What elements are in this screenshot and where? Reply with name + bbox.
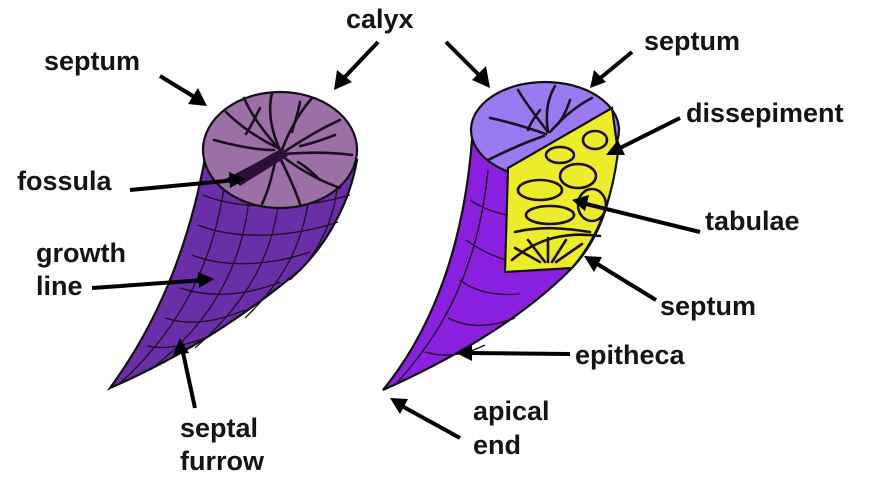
- label-septum-left: septum: [44, 46, 140, 76]
- label-septal-furrow-2: furrow: [180, 446, 265, 476]
- label-growth-line-1: growth: [36, 238, 126, 268]
- label-septum-right: septum: [660, 291, 756, 321]
- label-growth-line-2: line: [36, 271, 83, 301]
- label-septal-furrow-1: septal: [180, 413, 258, 443]
- left-coral: [110, 92, 357, 388]
- label-calyx: calyx: [346, 4, 414, 34]
- label-tabulae: tabulae: [705, 206, 800, 236]
- label-apical-end-2: end: [473, 430, 521, 460]
- label-apical-end-1: apical: [473, 396, 550, 426]
- label-epitheca: epitheca: [575, 340, 686, 370]
- label-septum-top-right: septum: [644, 26, 740, 56]
- label-dissepiment: dissepiment: [686, 98, 844, 128]
- labels: calyx septum fossula growth line septal …: [17, 4, 844, 476]
- label-fossula: fossula: [17, 166, 113, 196]
